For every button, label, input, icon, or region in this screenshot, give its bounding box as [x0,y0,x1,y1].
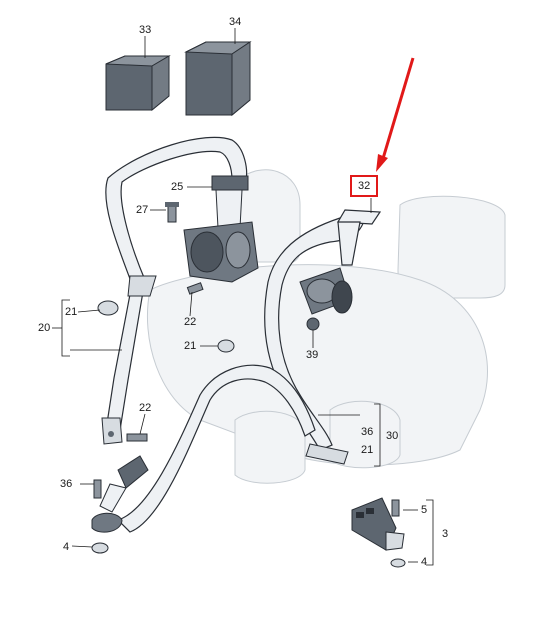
callout-22-top: 22 [184,316,197,328]
cap-21-top [97,300,119,316]
part-33-block [105,55,171,112]
callout-22-bottom: 22 [139,402,152,414]
left-belt-anchor [101,275,157,445]
bolt-22-bottom [126,433,148,442]
washer-4-left [91,542,109,554]
callout-32-highlighted: 32 [349,175,379,197]
lap-belt-webbing [116,364,316,533]
bolt-22-top [186,282,204,295]
part-3-buckle [351,497,406,568]
bolt-36-left [93,479,102,499]
callout-4-right: 4 [421,556,428,568]
bolt-27 [165,202,179,223]
left-retractor [183,175,259,283]
callout-36-left: 36 [60,478,73,490]
callout-5: 5 [421,504,428,516]
nut-39 [306,317,320,331]
callout-21-top: 21 [65,306,78,318]
right-retractor [299,267,353,315]
callout-25: 25 [171,181,184,193]
callout-3: 3 [442,528,449,540]
callout-34: 34 [229,16,242,28]
cap-21-mid [217,339,235,353]
callout-21-right: 21 [361,444,374,456]
callout-36-right: 36 [361,426,374,438]
rear-seat-backdrop [146,169,506,484]
part-34-block [184,41,252,117]
callout-39: 39 [306,349,319,361]
right-belt-tongue [305,443,349,465]
callout-4-left: 4 [63,541,70,553]
callout-27: 27 [136,204,149,216]
buckle-assembly [91,455,149,533]
callout-20: 20 [38,322,51,334]
callout-30: 30 [386,430,399,442]
red-pointer-arrow-icon [376,57,415,172]
callout-33: 33 [139,24,152,36]
leader-lines [52,28,434,566]
callout-21-mid: 21 [184,340,197,352]
